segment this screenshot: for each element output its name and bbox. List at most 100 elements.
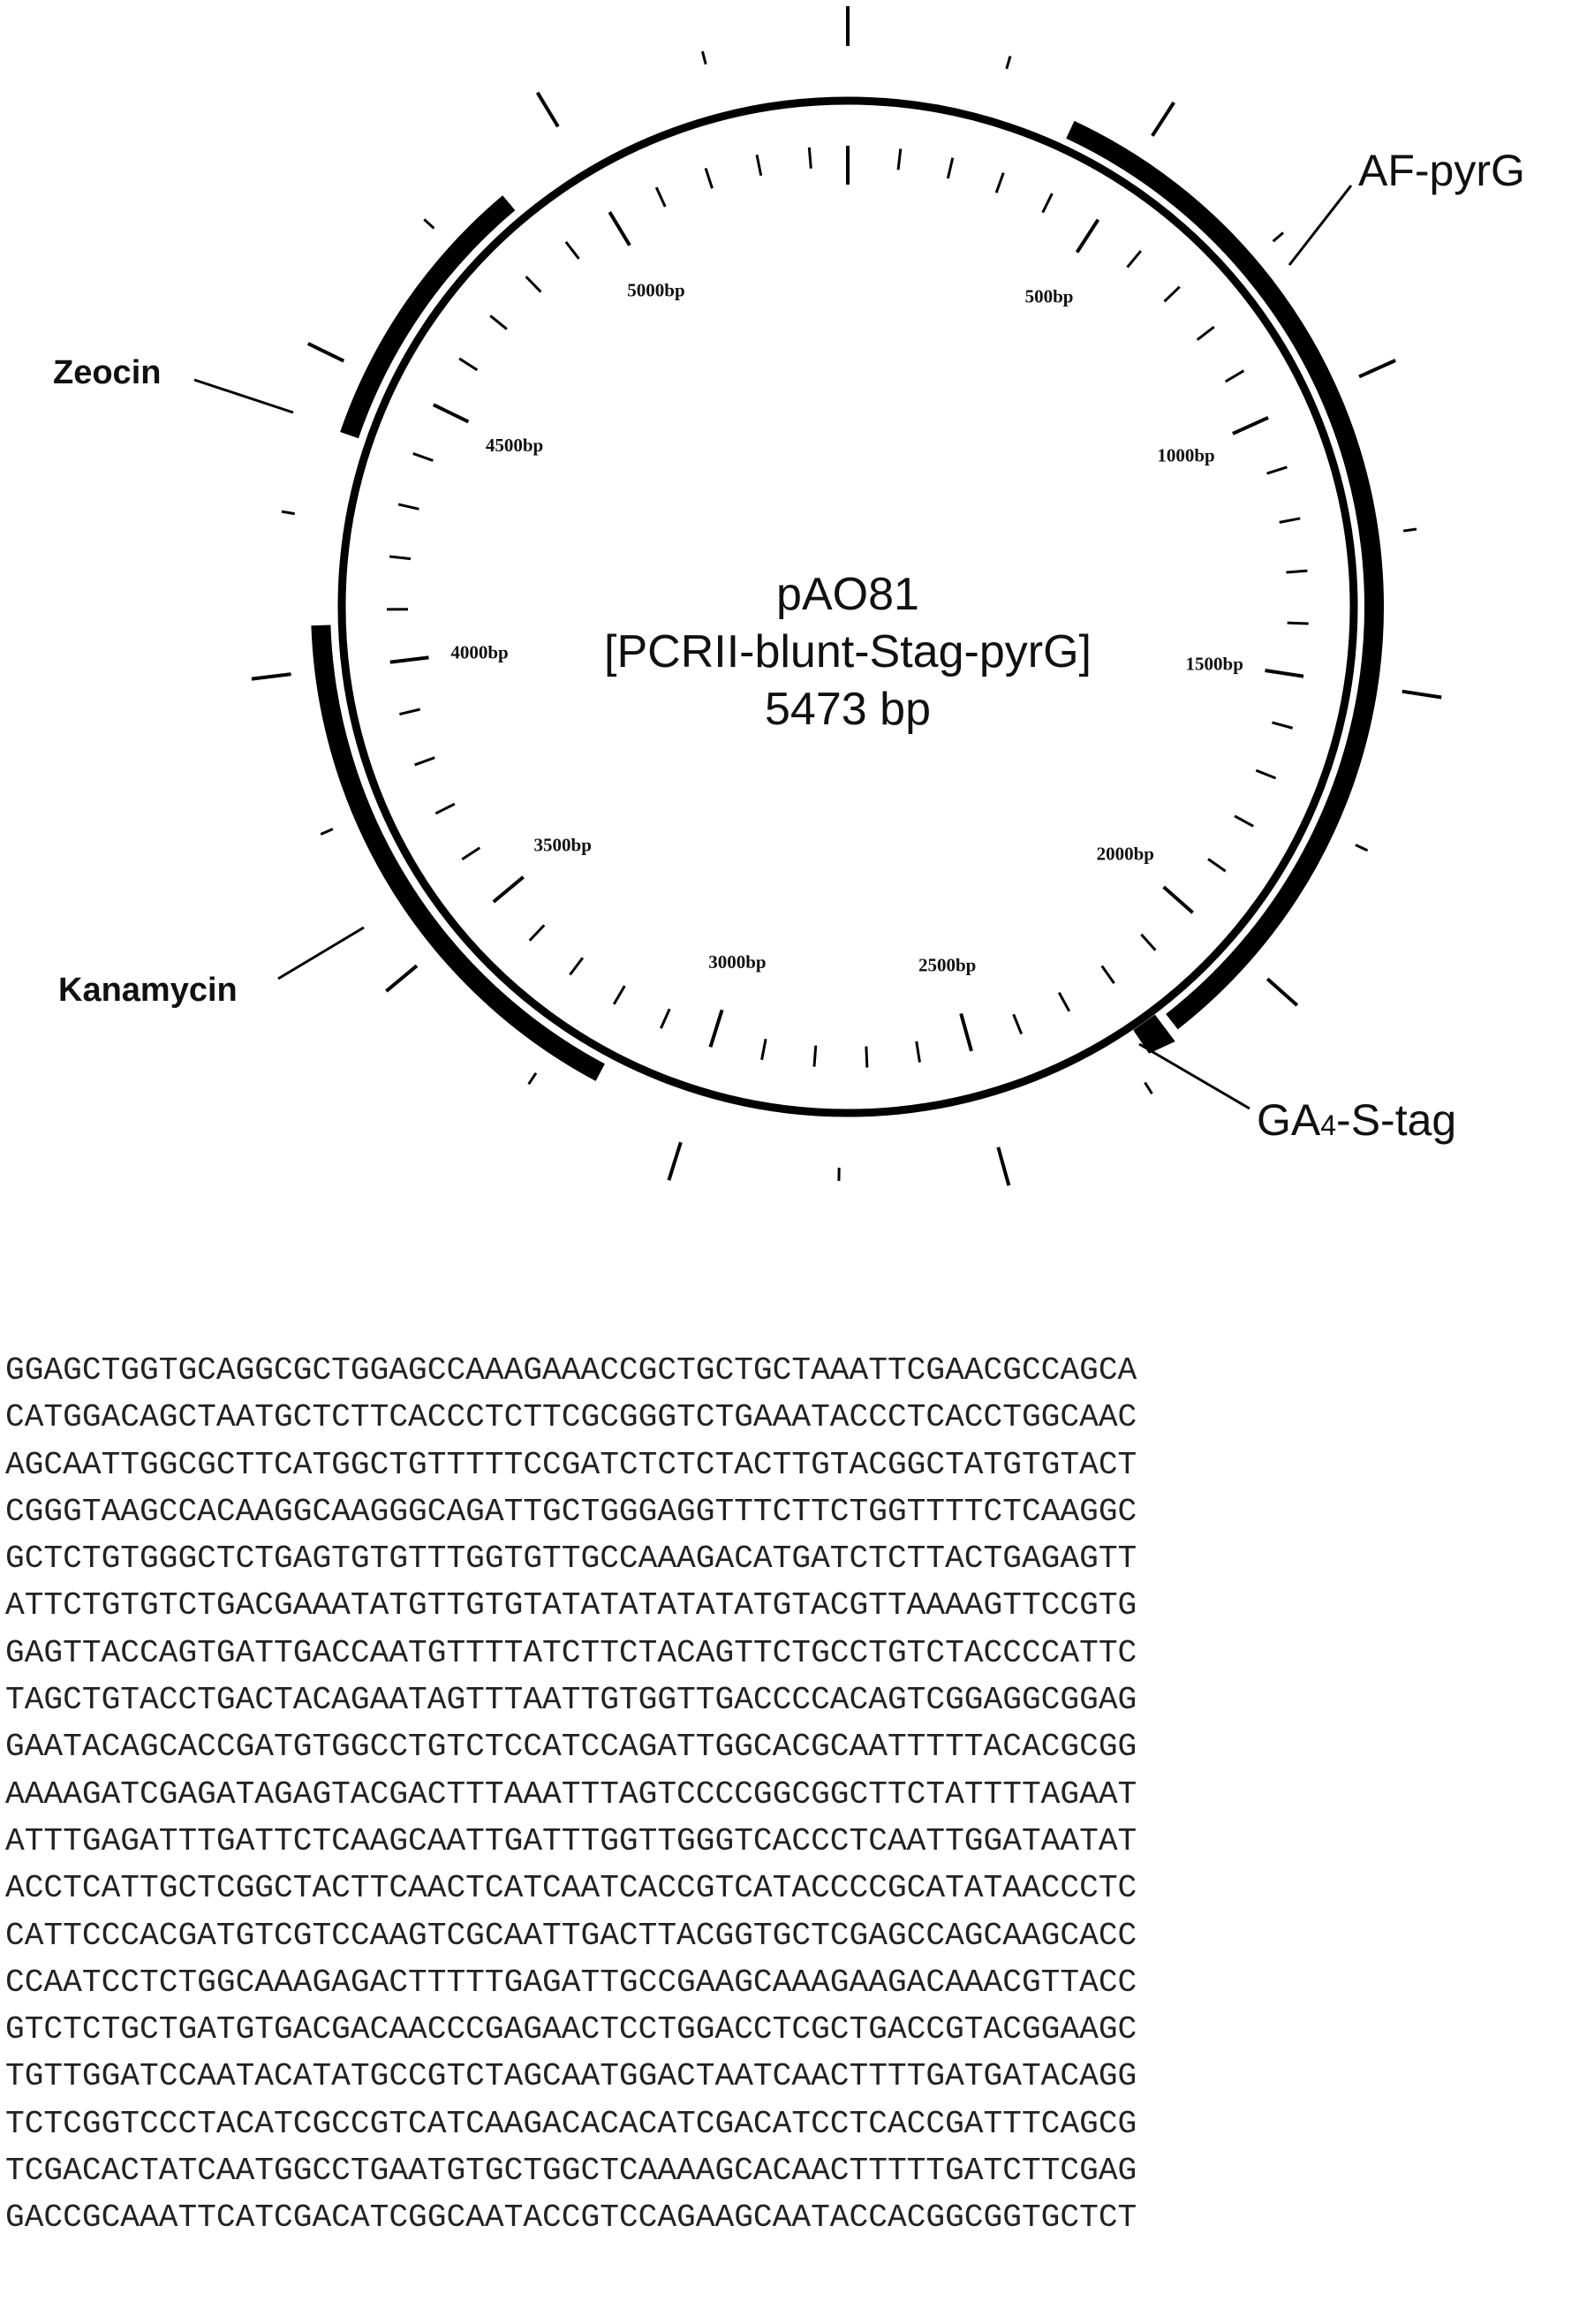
outer-tick — [700, 50, 707, 65]
position-labels: 500bp1000bp1500bp2000bp2500bp3000bp3500b… — [450, 279, 1243, 975]
minor-tick — [896, 148, 903, 170]
backbone-circle — [337, 96, 1358, 1117]
minor-tick — [612, 985, 626, 1005]
minor-tick — [1126, 250, 1142, 269]
dna-sequence: GGAGCTGGTGCAGGCGCTGGAGCCAAAGAAACCGCTGCTG… — [5, 1347, 1574, 2242]
outer-tick — [281, 510, 296, 516]
outer-tick — [385, 964, 419, 993]
plasmid-map: 500bp1000bp1500bp2000bp2500bp3000bp3500b… — [53, 6, 1525, 1186]
sequence-line: ATTCTGTGTCTGACGAAATATGTTGTGTATATATATATAT… — [5, 1587, 1137, 1624]
major-tick — [492, 875, 525, 904]
minor-tick — [812, 1045, 818, 1067]
minor-tick — [1057, 992, 1071, 1012]
minor-tick — [1234, 814, 1254, 828]
kanamycin-arc — [311, 625, 605, 1081]
position-label: 2000bp — [1097, 844, 1154, 865]
minor-tick — [865, 1046, 869, 1068]
position-label: 1000bp — [1157, 445, 1214, 466]
sequence-line: TCTCGGTCCCTACATCGCCGTCATCAAGACACACATCGAC… — [5, 2105, 1137, 2142]
minor-tick — [458, 357, 479, 372]
minor-tick — [1207, 858, 1227, 873]
minor-tick — [760, 1038, 767, 1061]
minor-tick — [412, 452, 434, 462]
sequence-line: ATTTGAGATTTGATTCTCAAGCAATTGATTTGGTTGGGTC… — [5, 1822, 1137, 1859]
outer-tick — [1144, 1081, 1153, 1095]
plasmid-description: [PCRII-blunt-Stag-pyrG] — [604, 626, 1092, 678]
minor-tick — [660, 1008, 671, 1029]
af-pyrg-arc — [1066, 120, 1384, 1030]
af-pyrg-leader-line — [1288, 185, 1353, 266]
minor-tick — [1266, 466, 1288, 475]
minor-tick — [1279, 517, 1301, 524]
minor-tick — [434, 802, 456, 815]
outer-tick — [535, 91, 560, 128]
minor-tick — [946, 157, 955, 179]
outer-tick — [1358, 359, 1396, 379]
minor-tick — [569, 957, 585, 976]
zeocin-arc — [340, 195, 516, 439]
minor-tick — [1140, 933, 1157, 951]
outer-tick — [306, 342, 345, 363]
sequence-line: GTCTCTGCTGATGTGACGACAACCCGAGAACTCCTGGACC… — [5, 2011, 1137, 2048]
major-tick — [389, 655, 429, 664]
sequence-line: AGCAATTGGCGCTTCATGGCTGTTTTTCCGATCTCTCTAC… — [5, 1446, 1137, 1483]
sequence-line: GAATACAGCACCGATGTGGCCTGTCTCCATCCAGATTGGC… — [5, 1729, 1137, 1766]
major-tick — [708, 1009, 724, 1048]
minor-tick — [755, 154, 763, 177]
ga4-stag-leader-line — [1138, 1042, 1250, 1110]
zeocin-label: Zeocin — [53, 354, 161, 391]
sequence-line: CATTCCCACGATGTCGTCCAAGTCGCAATTGACTTACGGT… — [5, 1917, 1137, 1954]
sequence-line: CATGGACAGCTAATGCTCTTCACCCTCTTCGCGGGTCTGA… — [5, 1399, 1137, 1436]
outer-tick — [1355, 844, 1369, 852]
outer-tick — [1151, 101, 1175, 137]
outer-tick — [1005, 56, 1012, 70]
af-pyrg-label: AF-pyrG — [1358, 146, 1525, 195]
sequence-line: AAAAGATCGAGATAGAGTACGACTTTAAATTTAGTCCCCG… — [5, 1775, 1137, 1813]
minor-tick — [807, 147, 812, 169]
minor-tick — [1255, 768, 1277, 780]
minor-tick — [1100, 965, 1115, 984]
outer-tick — [1265, 977, 1299, 1007]
major-tick — [1232, 416, 1269, 435]
position-label: 1500bp — [1186, 653, 1243, 674]
outer-tick — [527, 1071, 538, 1086]
sequence-line: GCTCTGTGGGCTCTGAGTGTGTTTGGTGTTGCCAAAGACA… — [5, 1541, 1137, 1578]
minor-tick — [489, 314, 508, 330]
minor-tick — [528, 924, 546, 942]
minor-tick — [461, 846, 481, 861]
plasmid-size: 5473 bp — [765, 684, 931, 735]
sequence-line: CCAATCCTCTGGCAAAGAGACTTTTTGAGATTGCCGAAGC… — [5, 1964, 1137, 2001]
position-label: 500bp — [1025, 285, 1074, 307]
minor-tick — [564, 241, 580, 260]
plasmid-name: pAO81 — [776, 569, 919, 620]
position-label: 4500bp — [486, 435, 543, 456]
minor-tick — [397, 503, 419, 511]
sequence-line: TAGCTGTACCTGACTACAGAATAGTTTAATTGTGGTTGAC… — [5, 1682, 1137, 1719]
minor-tick — [1163, 285, 1181, 303]
position-label: 3000bp — [708, 951, 766, 973]
minor-tick — [704, 167, 714, 189]
sequence-line: GGAGCTGGTGCAGGCGCTGGAGCCAAAGAAACCGCTGCTG… — [5, 1352, 1137, 1389]
major-tick — [1075, 218, 1100, 254]
major-tick — [608, 211, 631, 246]
sequence-line: GAGTTACCAGTGATTGACCAATGTTTTATCTTCTACAGTT… — [5, 1634, 1137, 1671]
minor-tick — [1286, 569, 1308, 574]
tick-marks — [251, 6, 1442, 1186]
outer-tick — [667, 1141, 683, 1181]
feature-arcs — [311, 120, 1384, 1081]
position-label: 4000bp — [450, 641, 508, 662]
outer-tick — [996, 1147, 1011, 1186]
minor-tick — [1287, 621, 1309, 625]
outer-tick — [1272, 231, 1285, 243]
major-tick — [432, 403, 470, 424]
minor-tick — [414, 756, 435, 767]
sequence-line: TGTTGGATCCAATACATATGCCGTCTAGCAATGGACTAAT… — [5, 2058, 1137, 2095]
zeocin-leader-line — [193, 378, 294, 414]
kanamycin-label: Kanamycin — [58, 972, 238, 1009]
sequence-line: ACCTCATTGCTCGGCTACTTCAACTCATCAATCACCGTCA… — [5, 1870, 1137, 1907]
minor-tick — [1041, 193, 1054, 214]
position-label: 5000bp — [627, 279, 684, 300]
minor-tick — [654, 186, 667, 208]
minor-tick — [525, 276, 542, 293]
outer-tick — [251, 672, 291, 681]
